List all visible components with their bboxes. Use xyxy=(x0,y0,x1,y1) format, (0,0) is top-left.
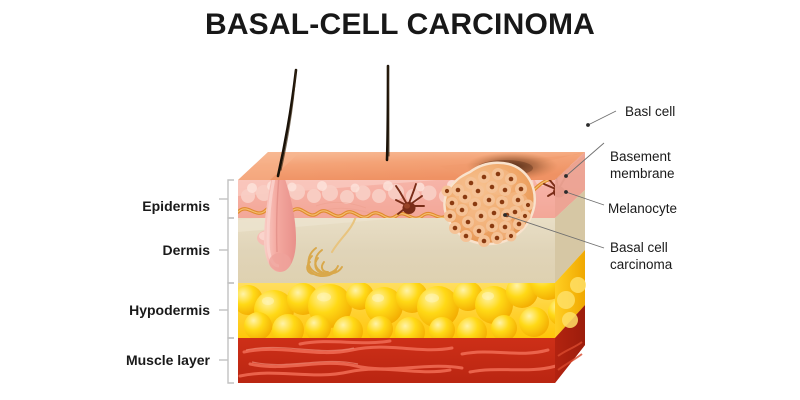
block-side-face xyxy=(555,152,586,383)
basal-cell-carcinoma-mass xyxy=(441,161,536,247)
layer-brackets xyxy=(219,179,234,384)
callout-label-basement-membrane-line2: membrane xyxy=(610,166,675,181)
hair-follicle xyxy=(264,175,296,272)
callout-label-basal-cell-carcinoma-line1: Basal cell xyxy=(610,240,668,255)
sweat-gland xyxy=(306,247,343,278)
muscle-layer xyxy=(238,334,585,383)
hair-shafts xyxy=(276,64,390,178)
callout-label-basal-cell-carcinoma-line2: carcinoma xyxy=(610,257,673,272)
layer-label-dermis: Dermis xyxy=(162,242,210,258)
layer-label-hypodermis: Hypodermis xyxy=(129,302,210,318)
layer-label-muscle-layer: Muscle layer xyxy=(125,352,210,368)
callout-leader-lines xyxy=(504,110,617,249)
page-title: BASAL-CELL CARCINOMA xyxy=(204,8,596,41)
muscle-fibers xyxy=(238,339,558,378)
callout-label-basl-cell: Basl cell xyxy=(625,104,676,119)
tumor-cells xyxy=(441,168,534,247)
callout-anchor-dots xyxy=(503,123,590,217)
callout-label-melanocyte: Melanocyte xyxy=(608,201,678,216)
skin-surface-top xyxy=(238,152,585,180)
layer-label-epidermis: Epidermis xyxy=(142,198,210,214)
callout-label-basement-membrane-line1: Basement xyxy=(610,149,671,164)
hypodermis-layer xyxy=(238,255,585,338)
